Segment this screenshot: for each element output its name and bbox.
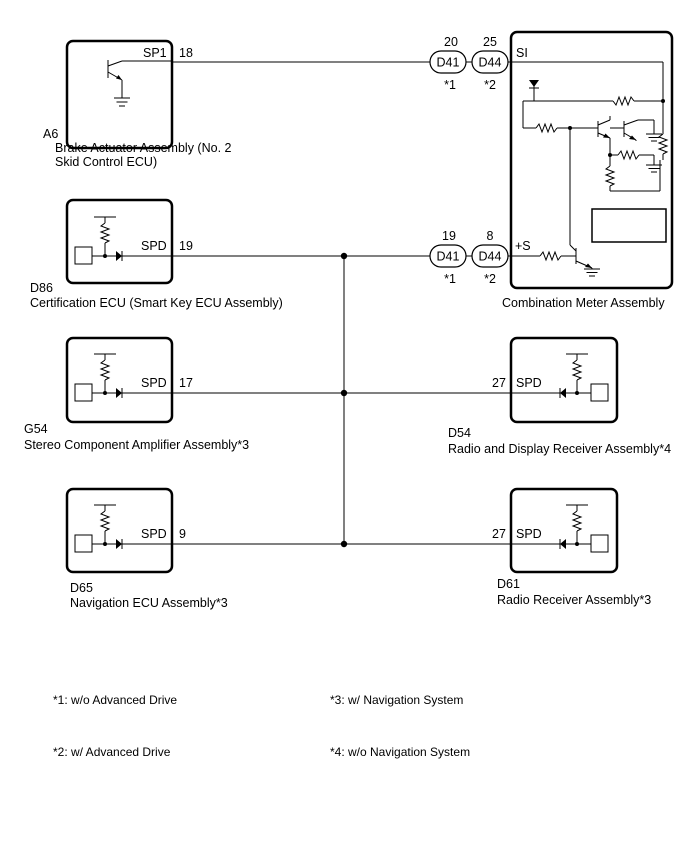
connector-d41-lower: [429, 244, 467, 268]
transistor-arrow: [585, 263, 592, 268]
transistor-arrow: [116, 75, 122, 80]
footnote: *4: w/o Navigation System: [330, 745, 470, 759]
transistor-arrow: [629, 135, 636, 140]
connector-d44-lower: [471, 244, 509, 268]
connector-label: D44: [479, 250, 502, 264]
terminal-pin: 19: [179, 239, 193, 253]
diode-icon: [116, 251, 122, 261]
component-name: Brake Actuator Assembly (No. 2: [55, 141, 232, 155]
terminal-si: SI: [516, 46, 528, 60]
junction-dot: [568, 126, 572, 130]
terminal-name: SPD: [141, 239, 167, 253]
footnote: *3: w/ Navigation System: [330, 693, 463, 707]
terminal-name: SPD: [141, 376, 167, 390]
connector-note: *1: [444, 78, 456, 92]
connector-note: *2: [484, 78, 496, 92]
meter-gauge-block: [591, 208, 667, 243]
junction-dot: [103, 391, 107, 395]
diode-icon: [560, 388, 566, 398]
component-box: [65, 198, 174, 285]
connector-pin: 8: [487, 229, 494, 243]
component-name: Radio and Display Receiver Assembly*4: [448, 442, 671, 456]
component-code: D86: [30, 281, 53, 295]
component-code: D61: [497, 577, 520, 591]
component-name: Combination Meter Assembly: [502, 296, 665, 310]
component-name: Stereo Component Amplifier Assembly*3: [24, 438, 249, 452]
component-combination-meter: SI +S: [502, 30, 674, 310]
transistor-arrow: [603, 133, 610, 138]
terminal-name: SPD: [516, 527, 542, 541]
transistor-symbol: [107, 60, 172, 107]
component-code: G54: [24, 422, 48, 436]
junction-dot: [575, 542, 579, 546]
component-box: [65, 336, 174, 424]
connector-group-lower: D41 19 *1 D44 8 *2: [429, 229, 509, 286]
junction-dot: [103, 542, 107, 546]
meter-internal-circuit: [511, 61, 669, 277]
connector-note: *2: [484, 272, 496, 286]
component-code: A6: [43, 127, 58, 141]
wires: [172, 61, 512, 548]
connector-label: D41: [437, 56, 460, 70]
component-box: [509, 30, 674, 290]
terminal-pin: 27: [492, 376, 506, 390]
component-box: [65, 39, 174, 150]
component-d54: 27 SPD D54 Radio and Display Receiver As…: [448, 336, 671, 456]
junction-dot: [340, 540, 348, 548]
component-name: Navigation ECU Assembly*3: [70, 596, 228, 610]
diode-icon: [116, 539, 122, 549]
junction-dot: [103, 254, 107, 258]
terminal-pin: 18: [179, 46, 193, 60]
junction-dot: [608, 153, 612, 157]
component-d86: SPD 19 D86 Certification ECU (Smart Key …: [30, 198, 283, 310]
component-code: D65: [70, 581, 93, 595]
pullup-circuit: [74, 504, 172, 553]
component-code: D54: [448, 426, 471, 440]
connector-note: *1: [444, 272, 456, 286]
component-d61: 27 SPD D61 Radio Receiver Assembly*3: [492, 487, 651, 607]
junction-dot: [661, 99, 665, 103]
connector-pin: 20: [444, 35, 458, 49]
diode-icon: [560, 539, 566, 549]
connector-pin: 19: [442, 229, 456, 243]
connector-group-upper: D41 20 *1 D44 25 *2: [429, 35, 509, 92]
component-name: Certification ECU (Smart Key ECU Assembl…: [30, 296, 283, 310]
component-name: Skid Control ECU): [55, 155, 157, 169]
footnotes: *1: w/o Advanced Drive *2: w/ Advanced D…: [53, 693, 470, 759]
component-d65: SPD 9 D65 Navigation ECU Assembly*3: [65, 487, 228, 610]
footnote: *2: w/ Advanced Drive: [53, 745, 171, 759]
terminal-pin: 27: [492, 527, 506, 541]
junction-dot: [340, 252, 348, 260]
diode-icon: [116, 388, 122, 398]
terminal-name: SPD: [141, 527, 167, 541]
terminal-pin: 9: [179, 527, 186, 541]
footnote: *1: w/o Advanced Drive: [53, 693, 177, 707]
terminal-name: SPD: [516, 376, 542, 390]
connector-d44-upper: [471, 50, 509, 74]
component-box: [65, 487, 174, 574]
terminal-pin: 17: [179, 376, 193, 390]
junction-dot: [340, 389, 348, 397]
component-a6: SP1 18 A6 Brake Actuator Assembly (No. 2…: [43, 39, 232, 169]
connector-d41-upper: [429, 50, 467, 74]
pullup-circuit: [74, 353, 172, 402]
connector-label: D41: [437, 250, 460, 264]
pullup-circuit: [511, 504, 609, 553]
connector-pin: 25: [483, 35, 497, 49]
component-g54: SPD 17 G54 Stereo Component Amplifier As…: [24, 336, 249, 452]
junction-dot: [575, 391, 579, 395]
terminal-name: SP1: [143, 46, 167, 60]
component-name: Radio Receiver Assembly*3: [497, 593, 651, 607]
connector-label: D44: [479, 56, 502, 70]
terminal-plus-s: +S: [515, 239, 531, 253]
diode-icon: [529, 80, 539, 87]
